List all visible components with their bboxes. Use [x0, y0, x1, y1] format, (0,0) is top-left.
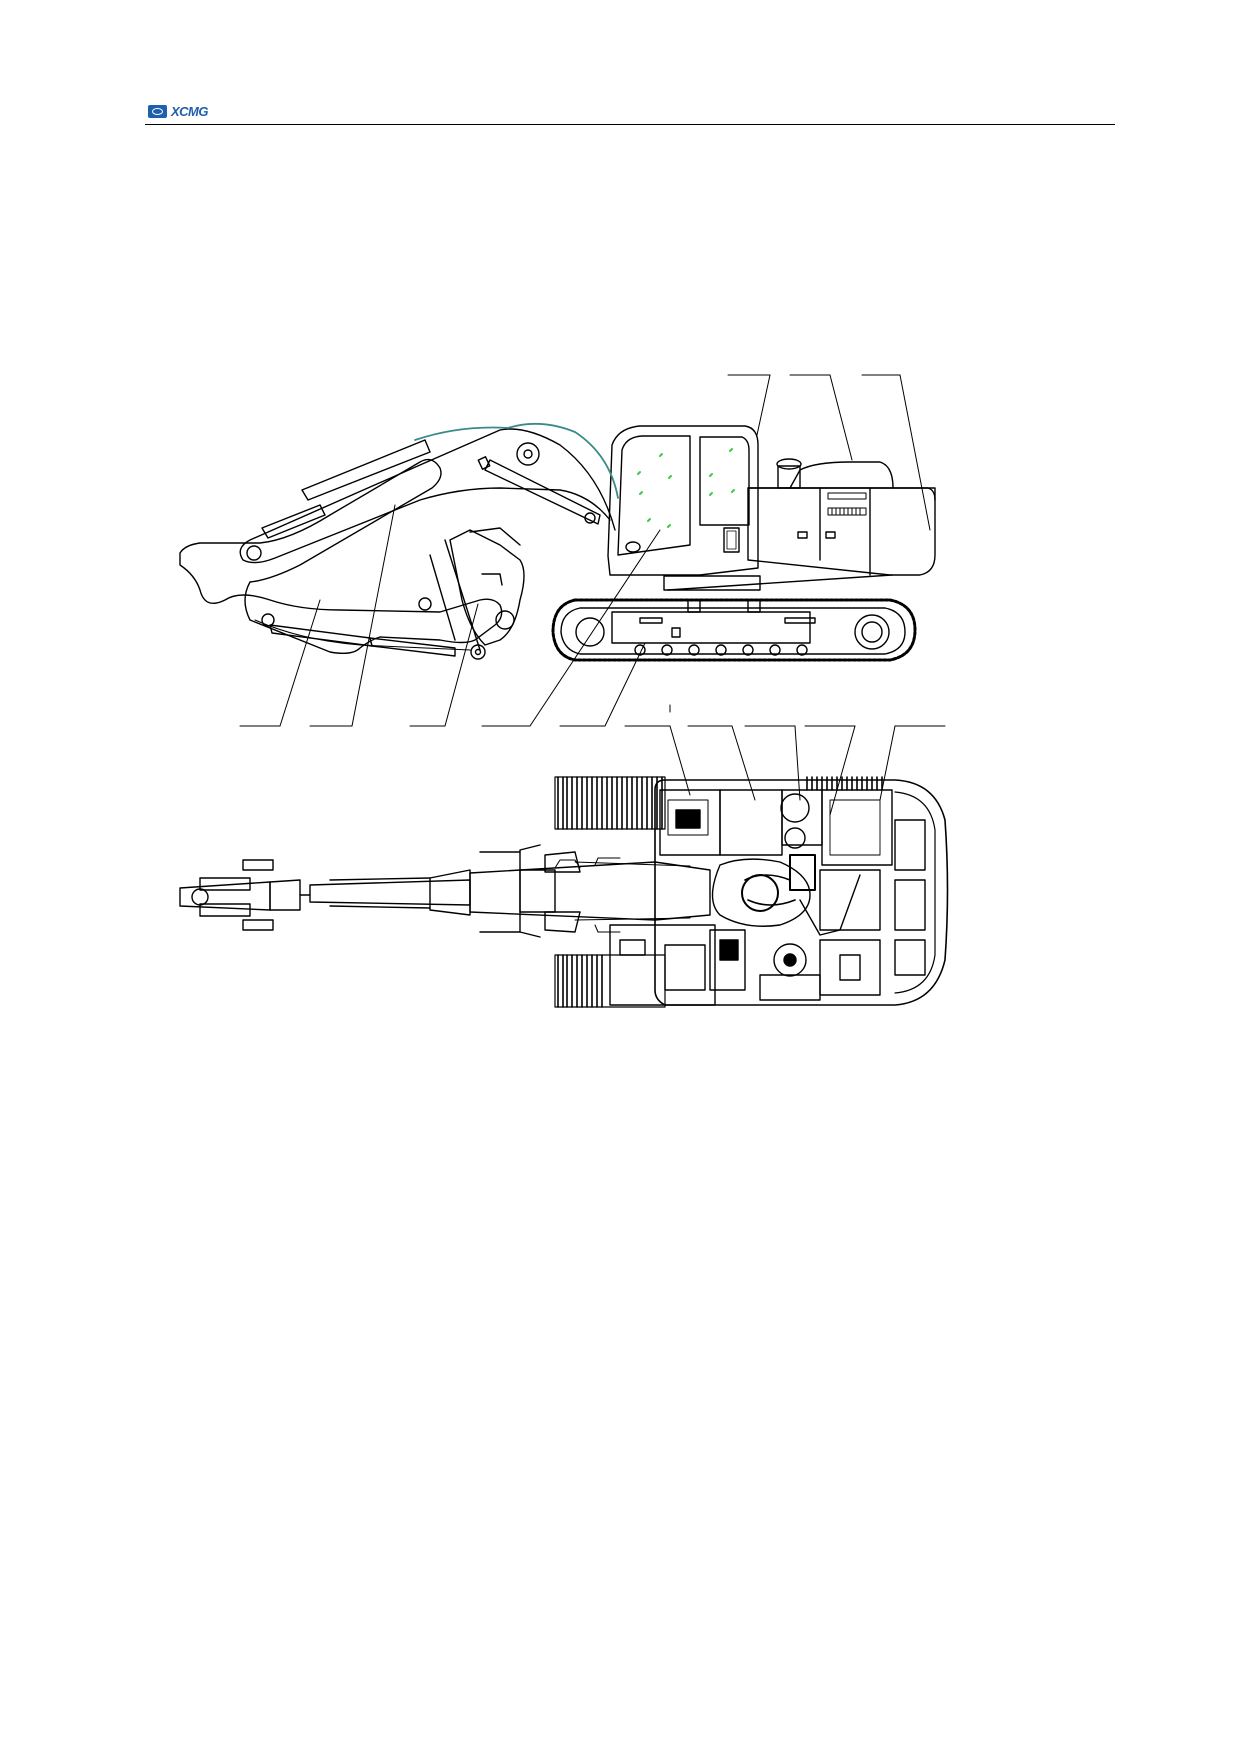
xcmg-logo: XCMG — [148, 104, 209, 119]
bucket — [429, 527, 525, 660]
side-view-callouts-bottom — [239, 504, 661, 727]
plan-view-callouts — [624, 704, 946, 816]
crawler-track — [551, 598, 917, 662]
xcmg-logo-icon — [148, 105, 167, 118]
cab-glass-marks — [637, 448, 735, 528]
side-view — [179, 374, 936, 727]
side-view-callouts-top — [727, 374, 931, 531]
arm — [179, 439, 503, 655]
page-header: XCMG — [145, 98, 1115, 128]
header-rule — [145, 124, 1115, 125]
logo-text: XCMG — [171, 104, 209, 119]
plan-boom-arm — [179, 844, 711, 938]
upper-structure — [667, 458, 936, 591]
operator-cab — [607, 425, 759, 576]
top-view — [179, 704, 949, 1008]
plan-upper-body — [609, 779, 949, 1006]
plan-tracks — [554, 776, 883, 1008]
boom — [239, 422, 619, 564]
